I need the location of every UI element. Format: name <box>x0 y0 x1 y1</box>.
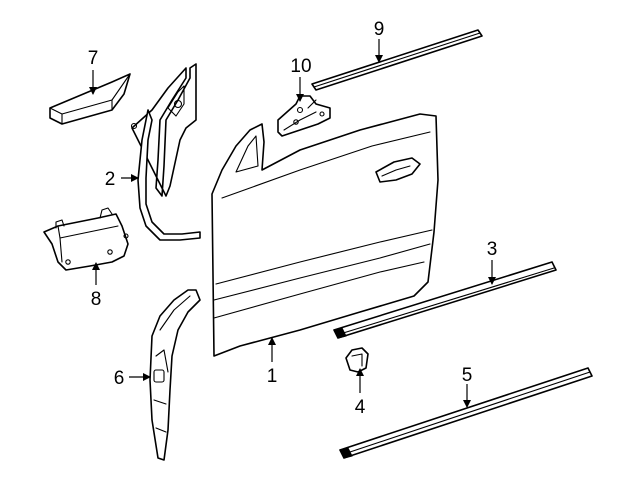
part-5-rocker-molding[interactable] <box>339 367 593 459</box>
callout-7: 7 <box>88 48 99 69</box>
part-8-hinge-bracket[interactable] <box>43 207 129 271</box>
part-7-corner-trim[interactable] <box>49 73 131 125</box>
part-9-upper-molding[interactable] <box>311 29 483 91</box>
callout-3: 3 <box>487 239 498 260</box>
part-6-pillar-piece[interactable] <box>149 289 201 461</box>
callout-10: 10 <box>290 56 311 77</box>
part-10-mirror-bracket[interactable] <box>277 95 331 137</box>
part-4-clip[interactable] <box>345 347 369 373</box>
callout-9: 9 <box>374 19 385 40</box>
part-1-door-shell[interactable] <box>211 113 439 357</box>
callout-2: 2 <box>105 169 116 190</box>
callouts: 1 2 3 4 5 6 7 8 9 10 <box>88 19 498 418</box>
callout-8: 8 <box>91 289 102 310</box>
leader-lines <box>89 39 496 408</box>
callout-6: 6 <box>114 368 125 389</box>
part-2-frame-seal[interactable] <box>130 63 201 241</box>
part-3-sill-molding[interactable] <box>333 261 557 339</box>
callout-5: 5 <box>462 365 473 386</box>
callout-4: 4 <box>355 397 366 418</box>
callout-1: 1 <box>267 366 278 387</box>
